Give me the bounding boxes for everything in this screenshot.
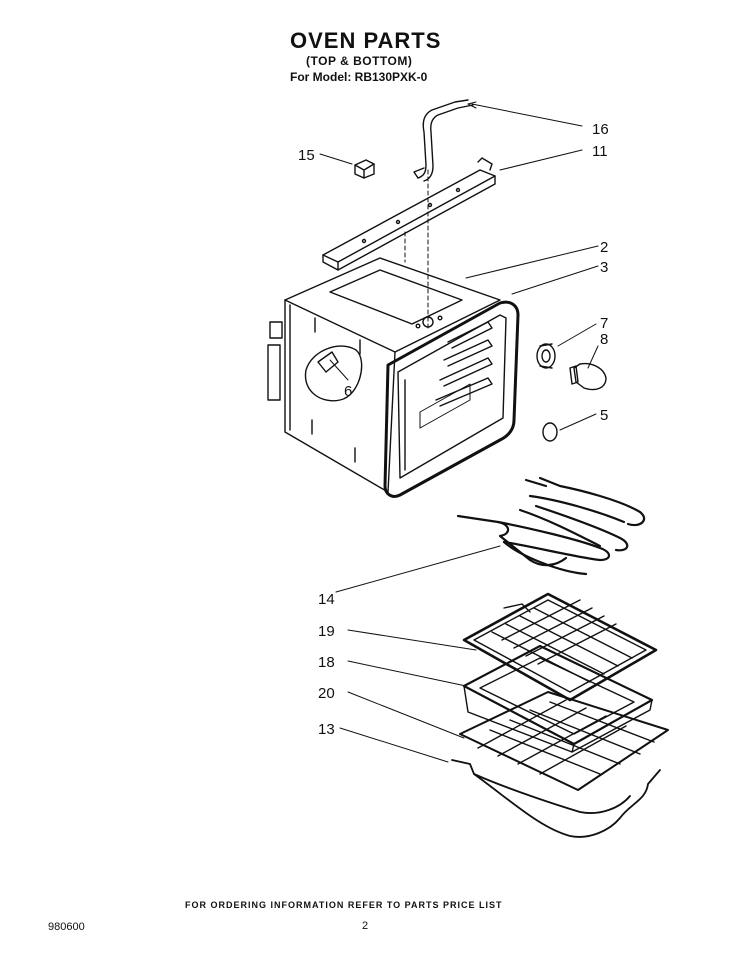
part-15-clip (354, 159, 375, 179)
callout-15: 15 (298, 147, 315, 164)
leader-lines (319, 101, 599, 763)
callout-6: 6 (344, 383, 352, 400)
part-6-side-bracket (304, 345, 363, 402)
part-14-broil-element (456, 476, 646, 576)
callout-16: 16 (592, 121, 609, 138)
ordering-note: FOR ORDERING INFORMATION REFER TO PARTS … (185, 900, 503, 910)
part-8-bulb (569, 362, 607, 391)
model-line: For Model: RB130PXK-0 (290, 70, 428, 84)
callout-2: 2 (600, 239, 608, 256)
part-7-lamp-socket (536, 343, 556, 369)
document-number: 980600 (48, 921, 85, 933)
callout-19: 19 (318, 623, 335, 640)
callout-20: 20 (318, 685, 335, 702)
callout-14: 14 (318, 591, 335, 608)
callout-7: 7 (600, 315, 608, 332)
page-number: 2 (362, 920, 369, 932)
callout-13: 13 (318, 721, 335, 738)
callout-11: 11 (592, 143, 608, 160)
rack-rails (435, 321, 493, 407)
page-title: OVEN PARTS (290, 28, 442, 53)
callout-8: 8 (600, 331, 608, 348)
callout-18: 18 (318, 654, 335, 671)
part-3-gasket (383, 300, 520, 498)
callout-5: 5 (600, 407, 608, 424)
part-16-sensor-tube (413, 99, 474, 182)
callout-3: 3 (600, 259, 608, 276)
part-5-plug (542, 422, 558, 442)
part-2-oven-cavity (267, 257, 501, 493)
part-19-broil-grid (462, 592, 658, 702)
part-11-bracket (322, 157, 496, 271)
part-20-oven-rack (459, 691, 669, 791)
part-13-bake-element (451, 759, 661, 838)
page-subtitle: (TOP & BOTTOM) (306, 54, 413, 68)
part-18-broil-pan (462, 644, 654, 753)
